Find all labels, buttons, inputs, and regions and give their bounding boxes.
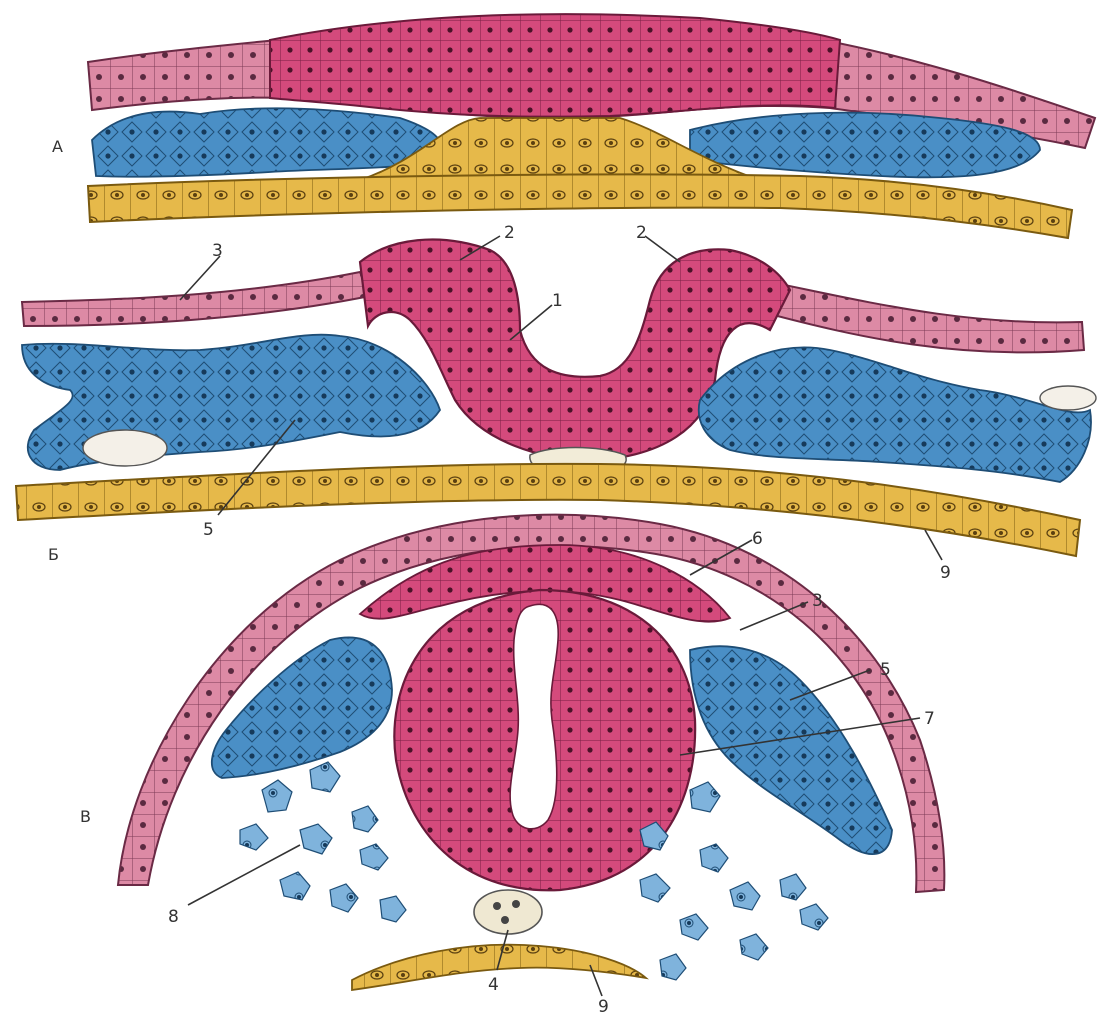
panel-c-notochord	[474, 890, 542, 934]
panel-b-ectoderm-right	[760, 280, 1084, 352]
panel-a-endoderm	[88, 174, 1072, 238]
label-6: 6	[752, 529, 763, 549]
label-3-b: 3	[212, 241, 223, 261]
panel-a-neural-plate	[270, 14, 840, 117]
label-5-c: 5	[880, 660, 891, 680]
leader-9-b	[925, 530, 942, 560]
label-9-c: 9	[598, 997, 609, 1017]
label-9-b: 9	[940, 563, 951, 583]
panel-c-mesenchyme-left	[240, 762, 406, 922]
panel-label-a: А	[52, 137, 63, 156]
panel-b-vessel-right	[1040, 386, 1096, 410]
label-2-left: 2	[504, 223, 515, 243]
panel-c-section	[118, 515, 944, 990]
panel-a-section	[88, 14, 1095, 238]
label-4: 4	[488, 975, 499, 995]
label-3-c: 3	[812, 591, 823, 611]
panel-label-b: Б	[48, 545, 59, 564]
panel-label-c: В	[80, 807, 91, 826]
label-2-right: 2	[636, 223, 647, 243]
panel-c-endoderm	[352, 945, 646, 990]
leader-2-right	[645, 236, 680, 262]
panel-b-vessel-left	[83, 430, 167, 466]
panel-b-section	[16, 240, 1096, 556]
panel-b-ectoderm-left	[22, 272, 370, 326]
label-1: 1	[552, 291, 563, 311]
label-7: 7	[924, 709, 935, 729]
panel-b-mesenchyme-right	[699, 347, 1091, 482]
label-5-b: 5	[203, 520, 214, 540]
label-8: 8	[168, 907, 179, 927]
leader-8	[188, 845, 300, 905]
